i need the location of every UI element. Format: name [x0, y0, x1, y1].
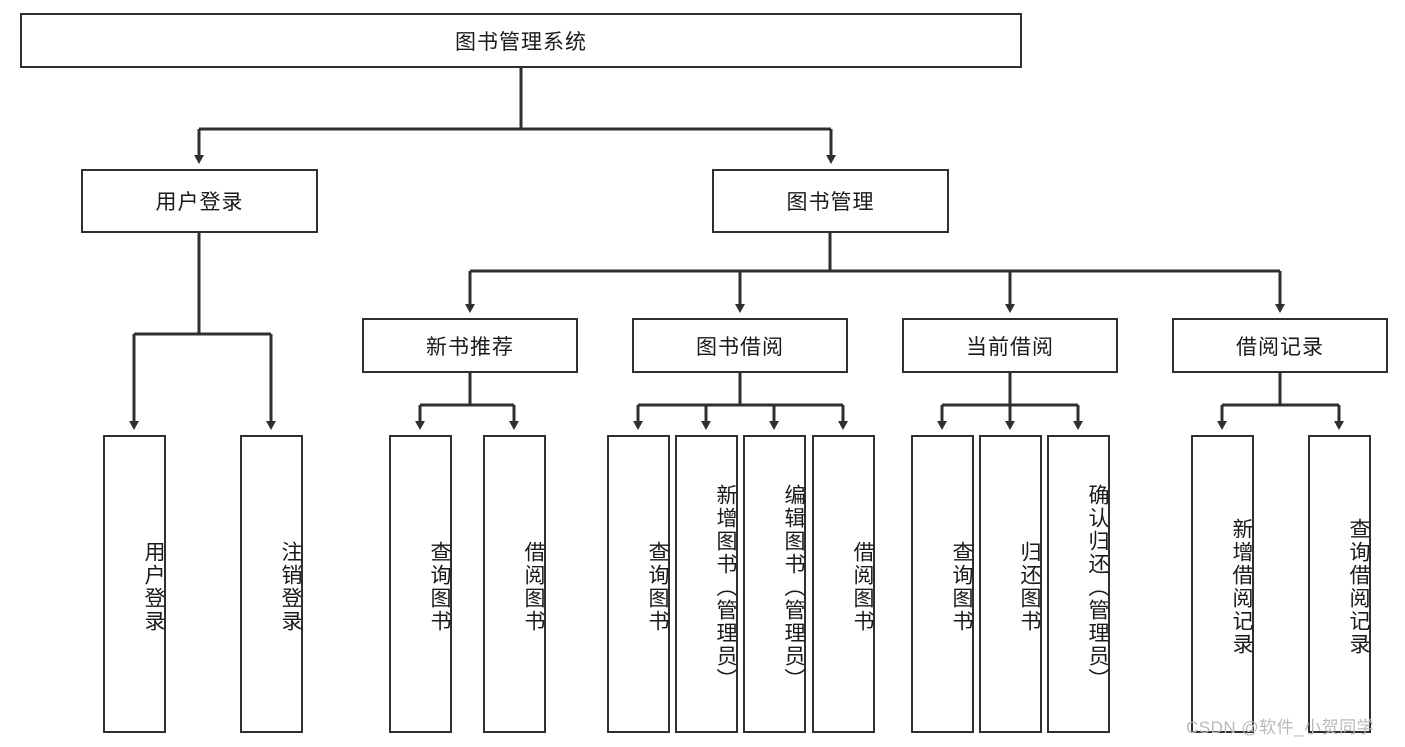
node-label: 查询图书 [950, 541, 973, 633]
leaf-user-login-login[interactable]: 用户登录 [103, 435, 166, 733]
node-label: 新增图书（管理员） [714, 483, 737, 691]
node-label: 查询图书 [428, 541, 451, 633]
node-label: 新增借阅记录 [1230, 518, 1253, 656]
node-label: 当前借阅 [966, 335, 1054, 359]
watermark-text: CSDN @软件_小贺同学 [1186, 718, 1375, 737]
node-label: 查询借阅记录 [1347, 518, 1370, 656]
leaf-current-confirm-return[interactable]: 确认归还（管理员） [1047, 435, 1110, 733]
leaf-new-book-borrow[interactable]: 借阅图书 [483, 435, 546, 733]
leaf-borrow-query-book[interactable]: 查询图书 [607, 435, 670, 733]
node-label: 借阅图书 [851, 541, 874, 633]
node-book-management[interactable]: 图书管理 [712, 169, 949, 233]
node-label: 借阅记录 [1236, 335, 1324, 359]
node-new-book-recommend[interactable]: 新书推荐 [362, 318, 578, 373]
node-label: 归还图书 [1018, 541, 1041, 633]
leaf-records-add-record[interactable]: 新增借阅记录 [1191, 435, 1254, 733]
node-book-borrow[interactable]: 图书借阅 [632, 318, 848, 373]
node-label: 图书管理 [786, 191, 875, 214]
node-current-borrow[interactable]: 当前借阅 [902, 318, 1118, 373]
node-label: 图书管理系统 [455, 30, 587, 54]
leaf-records-query-record[interactable]: 查询借阅记录 [1308, 435, 1371, 733]
node-label: 查询图书 [646, 541, 669, 633]
leaf-new-book-query[interactable]: 查询图书 [389, 435, 452, 733]
leaf-current-query-book[interactable]: 查询图书 [911, 435, 974, 733]
node-root-system[interactable]: 图书管理系统 [20, 13, 1022, 68]
node-label: 编辑图书（管理员） [782, 483, 805, 691]
node-label: 注销登录 [279, 541, 302, 633]
leaf-current-return-book[interactable]: 归还图书 [979, 435, 1042, 733]
node-label: 用户登录 [155, 191, 244, 214]
node-label: 用户登录 [142, 541, 165, 633]
node-user-login[interactable]: 用户登录 [81, 169, 318, 233]
leaf-user-login-logout[interactable]: 注销登录 [240, 435, 303, 733]
leaf-borrow-edit-book[interactable]: 编辑图书（管理员） [743, 435, 806, 733]
leaf-borrow-add-book[interactable]: 新增图书（管理员） [675, 435, 738, 733]
node-label: 确认归还（管理员） [1086, 483, 1109, 691]
node-label: 新书推荐 [426, 335, 514, 359]
node-label: 借阅图书 [522, 541, 545, 633]
leaf-borrow-borrow-book[interactable]: 借阅图书 [812, 435, 875, 733]
node-label: 图书借阅 [696, 335, 784, 359]
node-borrow-records[interactable]: 借阅记录 [1172, 318, 1388, 373]
